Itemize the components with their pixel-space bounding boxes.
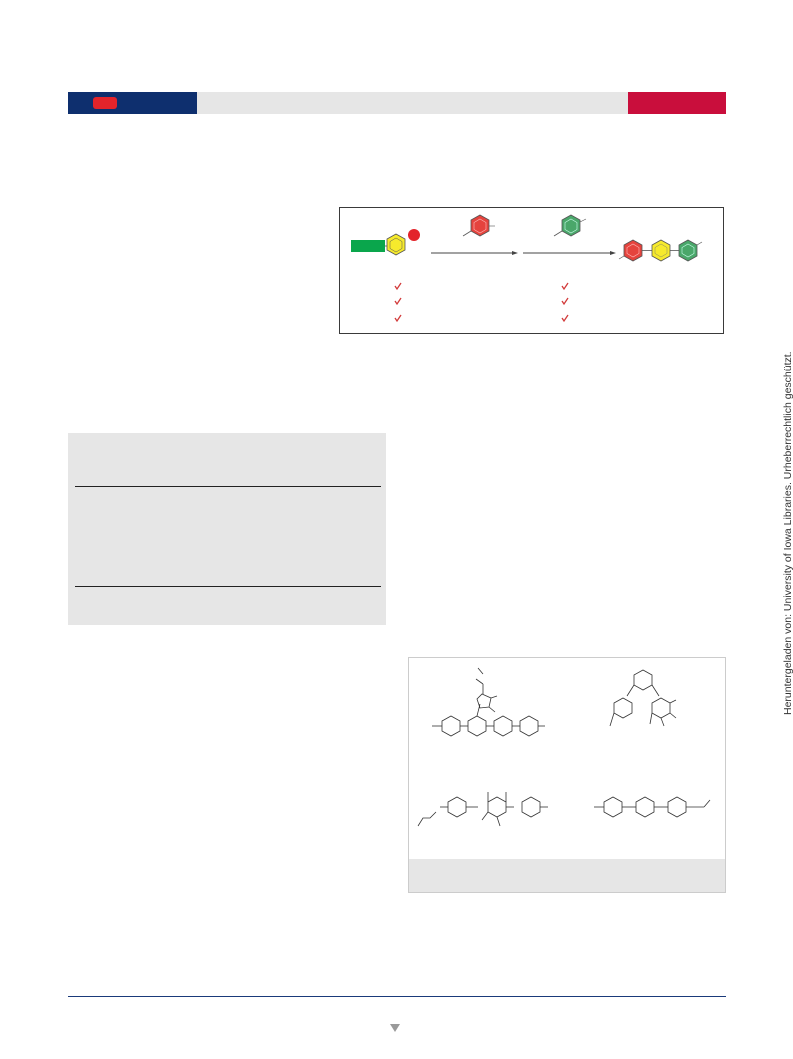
structure-1 <box>432 667 545 737</box>
substrate-ring <box>386 233 406 256</box>
reaction-scheme-box <box>339 207 724 334</box>
footer-rule <box>68 996 726 997</box>
header-middle-band <box>197 92 628 114</box>
header-right-band <box>628 92 726 114</box>
substrate-tag <box>351 240 385 252</box>
structure-2 <box>609 669 677 727</box>
structure-4 <box>594 796 711 818</box>
next-page-arrow-icon[interactable] <box>390 1024 400 1032</box>
table-rule-bottom <box>75 586 381 587</box>
header-badge <box>93 97 117 109</box>
product-terphenyl <box>618 239 703 262</box>
check-marks-left <box>394 282 402 323</box>
table-rule-top <box>75 486 381 487</box>
table-panel <box>68 433 386 625</box>
activation-dot <box>408 229 420 241</box>
check-marks-right <box>561 282 569 323</box>
structure-3 <box>417 792 548 827</box>
figure-panel <box>408 657 726 893</box>
reagent-ring-red <box>470 214 490 237</box>
download-watermark: Heruntergeladen von: University of Iowa … <box>782 351 793 715</box>
figure-caption-band <box>409 859 725 892</box>
reagent-ring-green <box>561 214 581 237</box>
